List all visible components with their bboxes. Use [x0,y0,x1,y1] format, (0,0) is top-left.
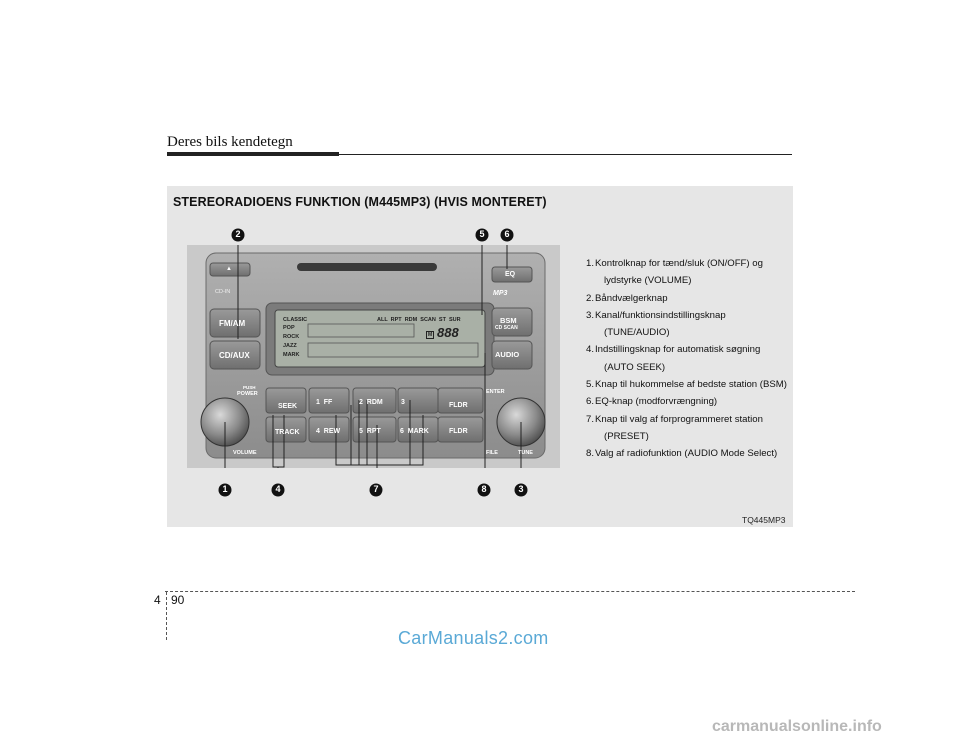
radio-photo: ▲ CD-IN FM/AM CD/AUX EQ MP3 BSM CD SCAN … [187,240,560,479]
callout-2: 2 [235,229,241,239]
page-number: 90 [171,593,185,607]
legend-text: Valg af radiofunktion (AUDIO Mode Select… [595,448,778,460]
footer-rule [165,591,855,592]
legend-text-cont: (AUTO SEEK) [604,361,666,373]
header-rule-accent [167,152,339,156]
callout-1: 1 [222,484,228,494]
tune-label: TUNE [518,450,533,456]
callout-3: 3 [518,484,524,494]
legend-text: EQ-knap (modforvrængning) [595,396,718,408]
cd-in-label: CD-IN [215,289,231,295]
section-header-title: Deres bils kendetegn [167,134,293,150]
seek-button[interactable]: SEEK [278,403,298,410]
legend-item: 2. Båndvælgerknap [586,290,806,307]
preset-1-ff-button[interactable]: 1 FF [316,399,333,406]
callout-5: 5 [479,229,485,239]
display-indicators: ALL RPT RDM SCAN ST SUR [377,317,461,323]
track-button[interactable]: TRACK [275,429,300,436]
folder-down-button[interactable]: FLDR [449,428,468,435]
eq-mode-mark: MARK [283,352,300,358]
legend-item: 6. EQ-knap (modforvrængning) [586,393,806,410]
legend-number: 8. [586,448,595,460]
bsm-button[interactable]: BSM [500,316,517,325]
push-label: PUSH [243,385,256,390]
legend-text-cont: lydstyrke (VOLUME) [604,275,692,287]
legend-item: 4. Indstillingsknap for automatisk søgni… [586,341,806,376]
display-m-indicator: M [426,331,435,339]
preset-4-rew-button[interactable]: 4 REW [316,428,341,435]
power-label: POWER [237,391,258,397]
watermark-carmanualsonline: carmanualsonline.info [712,718,882,735]
legend-number: 7. [586,413,595,425]
legend-list: 1. Kontrolknap for tænd/sluk (ON/OFF) og… [586,255,806,463]
legend-number: 5. [586,379,595,391]
eq-mode-jazz: JAZZ [283,343,297,349]
legend-item: 8. Valg af radiofunktion (AUDIO Mode Sel… [586,445,806,462]
mp3-logo: MP3 [493,290,508,297]
header-rule [167,154,792,155]
legend-number: 6. [586,396,595,408]
chapter-number: 4 [154,593,161,607]
legend-number: 4. [586,344,595,356]
figure-caption: TQ445MP3 [742,515,786,525]
preset-6-mark-button[interactable]: 6 MARK [400,428,429,435]
audio-button[interactable]: AUDIO [495,350,520,359]
footer-divider [166,592,167,640]
callout-7: 7 [373,484,379,494]
legend-number: 3. [586,309,595,321]
enter-label: ENTER [486,389,505,395]
callout-6: 6 [504,229,510,239]
preset-3-button[interactable]: 3 [401,399,405,406]
fm-am-button[interactable]: FM/AM [219,319,246,328]
legend-item: 3. Kanal/funktionsindstillingsknap (TUNE… [586,307,806,342]
legend-text-cont: (TUNE/AUDIO) [604,327,670,339]
preset-5-rpt-button[interactable]: 5 RPT [359,428,381,435]
file-label: FILE [486,450,498,456]
legend-text: Båndvælgerknap [595,292,668,304]
preset-2-rdm-button[interactable]: 2 RDM [359,399,383,406]
cd-scan-label: CD SCAN [495,325,518,331]
legend-item: 7. Knap til valg af forprogrammeret stat… [586,411,806,446]
legend-item: 5. Knap til hukommelse af bedste station… [586,376,806,393]
legend-number: 1. [586,258,595,269]
callout-8: 8 [481,484,487,494]
figure-title: STEREORADIOENS FUNKTION (M445MP3) (HVIS … [173,195,547,209]
eq-mode-pop: POP [283,325,295,331]
callout-4: 4 [275,484,281,494]
eq-button[interactable]: EQ [505,271,516,278]
display-digits: 888 [437,325,459,340]
eq-mode-classic: CLASSIC [283,317,308,323]
legend-text: Indstillingsknap for automatisk søgning [595,344,761,356]
watermark-carmanuals2: CarManuals2.com [398,628,549,648]
legend-text: Knap til hukommelse af bedste station (B… [595,379,787,391]
legend-text: Kanal/funktionsindstillingsknap [595,309,726,321]
eq-mode-rock: ROCK [283,334,300,340]
folder-up-button[interactable]: FLDR [449,402,468,409]
cd-aux-button[interactable]: CD/AUX [219,351,250,360]
legend-item: 1. Kontrolknap for tænd/sluk (ON/OFF) og… [586,255,806,290]
legend-text: Kontrolknap for tænd/sluk (ON/OFF) og [595,258,763,269]
legend-text: Knap til valg af forprogrammeret station [595,413,763,425]
eject-button[interactable]: ▲ [226,266,232,272]
legend-text-cont: (PRESET) [604,430,649,442]
volume-label: VOLUME [233,450,257,456]
legend-number: 2. [586,292,595,304]
